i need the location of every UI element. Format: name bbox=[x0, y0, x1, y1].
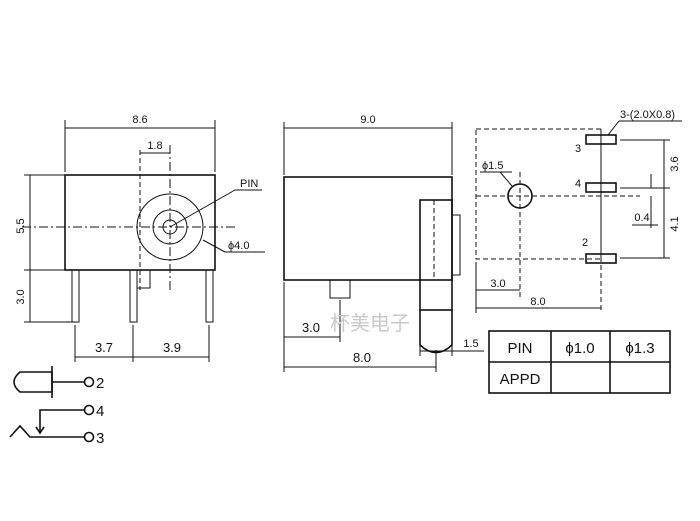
plug-symbol bbox=[13, 371, 53, 393]
table-cell-appd: APPD bbox=[500, 371, 541, 388]
pcb-spacing-a-label: 3.6 bbox=[669, 156, 681, 171]
front-width-label: 8.6 bbox=[132, 114, 147, 126]
pin-table: PIN ϕ1.0 ϕ1.3 APPD bbox=[488, 330, 671, 394]
table-cell-phi-1-0: ϕ1.0 bbox=[565, 340, 594, 357]
front-left-spacing-label: 3.7 bbox=[95, 340, 113, 355]
pcb-span-x-label: 8.0 bbox=[530, 296, 545, 308]
side-lead-tip bbox=[419, 310, 453, 354]
front-right-pin bbox=[205, 269, 214, 323]
hole-diameter-label: ϕ4.0 bbox=[228, 240, 249, 252]
schematic-symbol: 2 4 3 bbox=[9, 366, 104, 447]
pcb-hole-diameter-label: ϕ1.5 bbox=[482, 160, 503, 172]
terminal-3-circle bbox=[83, 431, 95, 443]
pad-label-4: 4 bbox=[575, 178, 581, 190]
table-cell-pin: PIN bbox=[507, 340, 532, 357]
side-pin-offset-label: 3.0 bbox=[302, 320, 320, 335]
side-lead-frame bbox=[419, 199, 453, 311]
front-right-spacing-label: 3.9 bbox=[163, 340, 181, 355]
pad-2 bbox=[585, 253, 617, 264]
front-height-label: 5.5 bbox=[15, 218, 27, 233]
side-length-label: 9.0 bbox=[360, 114, 375, 126]
terminal-2-circle bbox=[83, 376, 95, 388]
pad-callout-label: 3-(2.0X0.8) bbox=[620, 109, 675, 121]
front-pin-offset-label: 1.8 bbox=[147, 140, 162, 152]
terminal-2-label: 2 bbox=[96, 375, 104, 392]
side-front-lip bbox=[451, 214, 461, 276]
front-view: 8.6 1.8 5.5 3.0 PIN ϕ4.0 3.7 3.9 bbox=[15, 114, 265, 362]
side-body-outline bbox=[283, 176, 453, 281]
terminal-4-circle bbox=[83, 404, 95, 416]
pad-3 bbox=[585, 134, 617, 145]
side-pin-span-label: 8.0 bbox=[353, 350, 371, 365]
switch-contact-line bbox=[39, 409, 84, 432]
pcb-spacing-c-label: 4.1 bbox=[669, 216, 681, 231]
pad-4 bbox=[585, 182, 617, 193]
front-pin-length-label: 3.0 bbox=[15, 289, 27, 304]
mounting-hole bbox=[507, 183, 533, 209]
front-left-pin bbox=[71, 269, 80, 323]
terminal-3-label: 3 bbox=[96, 430, 104, 447]
pcb-outline bbox=[475, 128, 602, 260]
pin-callout-label: PIN bbox=[240, 178, 258, 190]
switch-arrow bbox=[35, 426, 45, 435]
terminal-4-label: 4 bbox=[96, 403, 104, 420]
table-cell-phi-1-3: ϕ1.3 bbox=[625, 340, 654, 357]
side-pin bbox=[329, 280, 351, 299]
front-center-pin-tab bbox=[136, 269, 151, 289]
pcb-offset-x-label: 3.0 bbox=[490, 278, 505, 290]
pcb-spacing-b-label: 0.4 bbox=[634, 212, 649, 224]
pcb-layout: 3 4 2 3-(2.0X0.8) ϕ1.5 3.6 4.1 0.4 3.0 8… bbox=[475, 109, 682, 313]
side-view: 9.0 3.0 8.0 1.5 bbox=[283, 114, 484, 372]
pad-label-2: 2 bbox=[582, 237, 588, 249]
sleeve-contact-line bbox=[9, 424, 84, 438]
front-center-pin bbox=[129, 269, 138, 323]
pad-label-3: 3 bbox=[575, 143, 581, 155]
side-lead-width-label: 1.5 bbox=[463, 338, 478, 350]
watermark-text: 杯美电子 bbox=[330, 311, 410, 335]
